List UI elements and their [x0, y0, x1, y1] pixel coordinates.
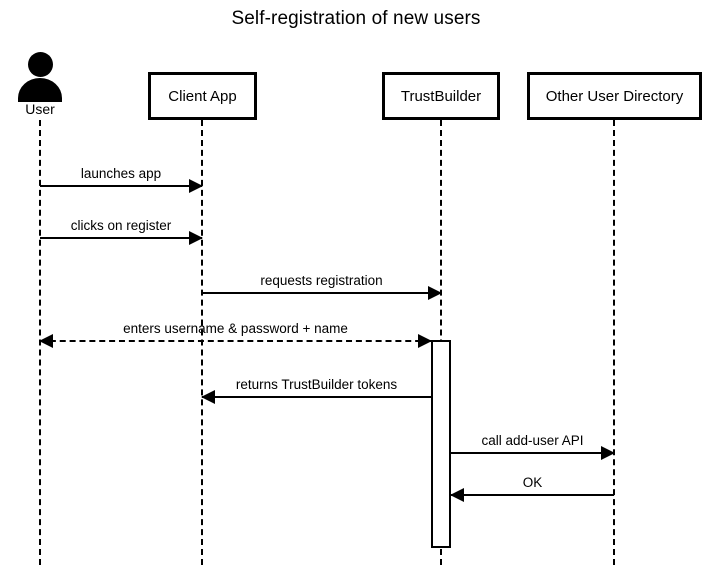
lifeline-other-user-directory: [613, 120, 615, 565]
message-line: [451, 494, 614, 496]
participant-label-trustbuilder: TrustBuilder: [400, 87, 482, 105]
message-label: call add-user API: [481, 433, 584, 448]
message-line: [202, 396, 431, 398]
activation-bar-trustbuilder: [431, 340, 451, 548]
message-line: [40, 185, 202, 187]
arrowhead-left-icon: [450, 488, 464, 502]
arrowhead-right-icon: [189, 179, 203, 193]
participant-label-user: User: [25, 101, 55, 117]
message-label: enters username & password + name: [123, 321, 348, 336]
message-label: launches app: [80, 166, 162, 181]
message-line: [40, 340, 431, 342]
message-label: OK: [522, 475, 543, 490]
participant-trustbuilder[interactable]: TrustBuilder: [382, 72, 500, 120]
participant-user[interactable]: [18, 52, 62, 102]
user-head-icon: [28, 52, 53, 77]
participant-label-other-user-directory: Other User Directory: [545, 87, 684, 105]
participant-client-app[interactable]: Client App: [148, 72, 257, 120]
participant-label-client-app: Client App: [168, 87, 237, 105]
arrowhead-right-icon: [601, 446, 615, 460]
message-label: requests registration: [260, 273, 383, 288]
diagram-title: Self-registration of new users: [231, 8, 481, 29]
user-body-icon: [18, 78, 62, 102]
message-line: [40, 237, 202, 239]
message-line: [202, 292, 441, 294]
arrowhead-right-icon: [428, 286, 442, 300]
arrowhead-right-icon: [418, 334, 432, 348]
arrowhead-right-icon: [189, 231, 203, 245]
lifeline-client-app: [201, 120, 203, 565]
message-label: clicks on register: [70, 218, 172, 233]
message-label: returns TrustBuilder tokens: [235, 377, 398, 392]
arrowhead-left-icon: [201, 390, 215, 404]
message-line: [451, 452, 614, 454]
arrowhead-left-icon: [39, 334, 53, 348]
participant-other-user-directory[interactable]: Other User Directory: [527, 72, 702, 120]
